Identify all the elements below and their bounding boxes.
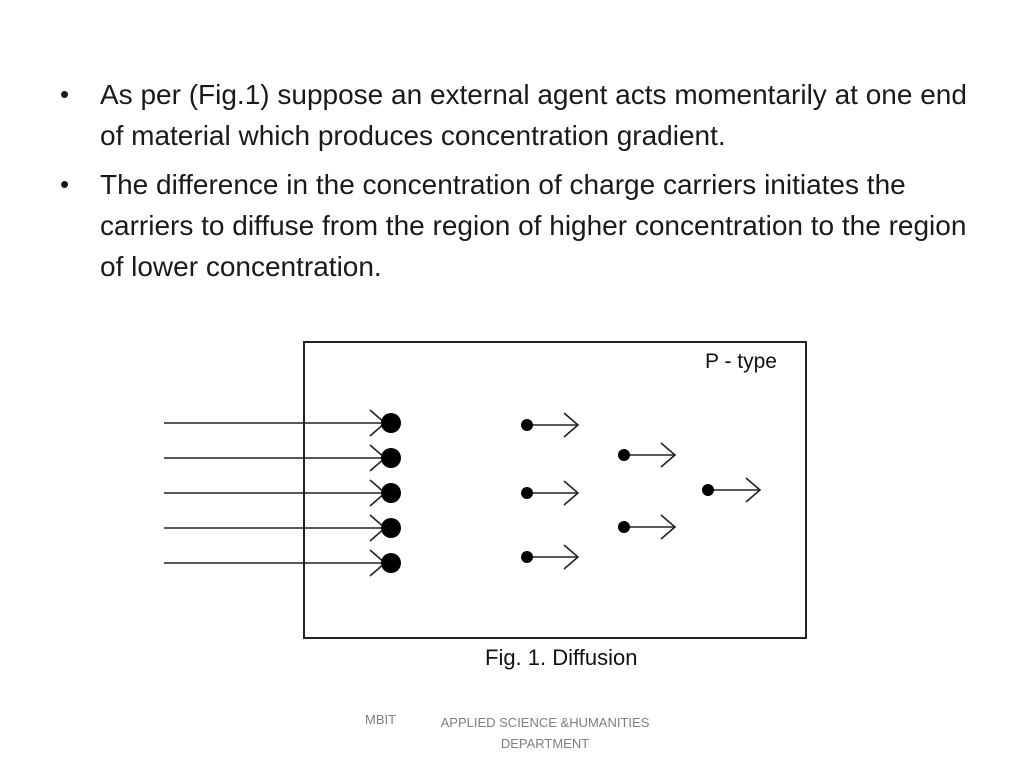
carrier-dot (381, 413, 401, 433)
bullet-item-2: • The difference in the concentration of… (58, 164, 978, 287)
bullet-item-1: • As per (Fig.1) suppose an external age… (58, 74, 978, 156)
carrier-dot (381, 483, 401, 503)
carrier-dot (381, 448, 401, 468)
carrier-dot (618, 449, 630, 461)
bullet-list: • As per (Fig.1) suppose an external age… (58, 74, 978, 295)
diffusing-carriers (521, 419, 714, 563)
diffusing-carrier-arrows (527, 412, 762, 570)
carrier-dot (702, 484, 714, 496)
bullet-text: As per (Fig.1) suppose an external agent… (100, 79, 967, 151)
carrier-dot (521, 551, 533, 563)
carrier-dot (381, 553, 401, 573)
footer-org: MBIT (365, 712, 397, 727)
material-box (303, 341, 807, 639)
diffusion-figure (160, 338, 820, 683)
carrier-dot (521, 419, 533, 431)
carrier-dot (521, 487, 533, 499)
carrier-dot (618, 521, 630, 533)
carrier-dot (381, 518, 401, 538)
bullet-marker: • (60, 169, 70, 199)
figure-caption: Fig. 1. Diffusion (485, 645, 638, 670)
bullet-text: The difference in the concentration of c… (100, 169, 967, 282)
material-type-label: P - type (705, 350, 777, 373)
diffusion-diagram (164, 341, 807, 639)
footer-department: APPLIED SCIENCE &HUMANITIES DEPARTMENT (440, 715, 650, 751)
high-concentration-carriers (381, 413, 401, 573)
bullet-marker: • (60, 79, 70, 109)
external-agent-arrows (164, 409, 387, 577)
